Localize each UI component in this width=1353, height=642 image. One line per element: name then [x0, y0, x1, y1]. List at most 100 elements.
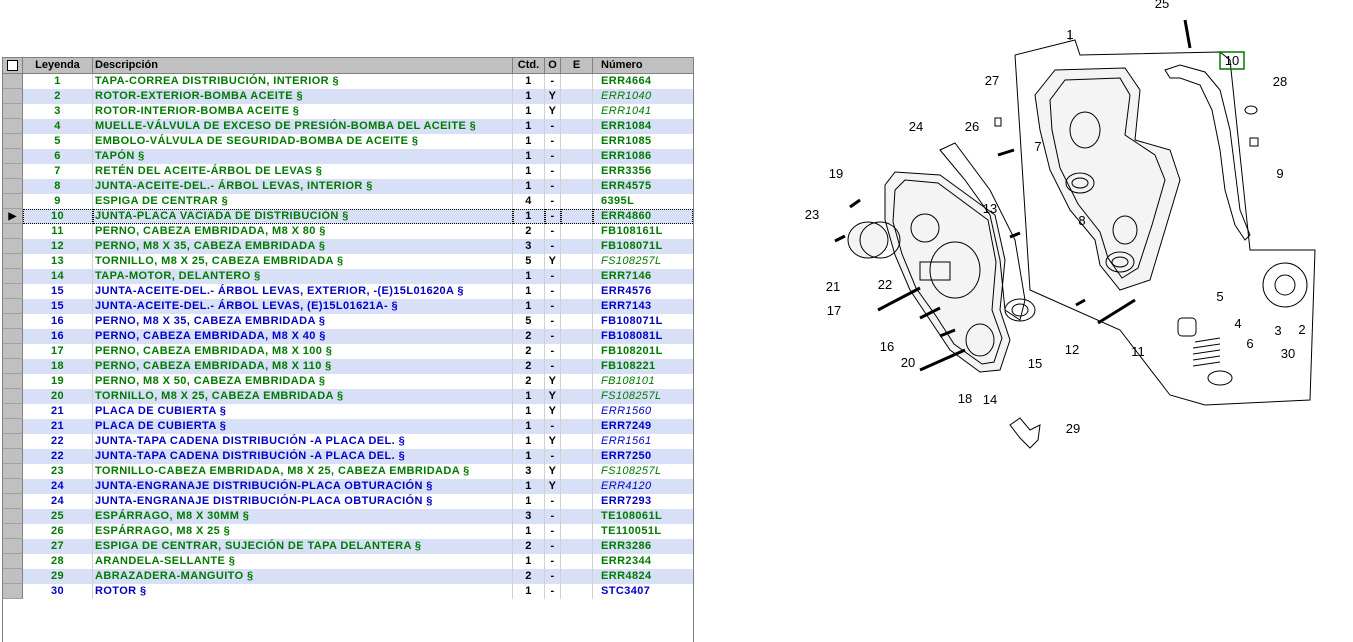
- callout-label-21[interactable]: 21: [826, 279, 840, 294]
- row-selector[interactable]: [3, 539, 23, 554]
- row-selector[interactable]: [3, 374, 23, 389]
- callout-label-19[interactable]: 19: [829, 166, 843, 181]
- row-selector[interactable]: [3, 329, 23, 344]
- row-selector[interactable]: [3, 269, 23, 284]
- row-selector[interactable]: [3, 419, 23, 434]
- row-selector[interactable]: [3, 314, 23, 329]
- callout-label-11[interactable]: 11: [1131, 344, 1145, 359]
- row-selector[interactable]: [3, 494, 23, 509]
- row-selector[interactable]: [3, 479, 23, 494]
- row-selector[interactable]: [3, 509, 23, 524]
- row-selector[interactable]: [3, 554, 23, 569]
- callout-label-13[interactable]: 13: [983, 201, 997, 216]
- row-selector[interactable]: [3, 569, 23, 584]
- row-selector[interactable]: [3, 104, 23, 119]
- row-selector[interactable]: [3, 404, 23, 419]
- callout-label-10[interactable]: 10: [1225, 53, 1239, 68]
- callout-label-2[interactable]: 2: [1298, 322, 1305, 337]
- header-leyenda[interactable]: Leyenda: [23, 58, 93, 73]
- callout-label-26[interactable]: 26: [965, 119, 979, 134]
- callout-label-15[interactable]: 15: [1028, 356, 1042, 371]
- callout-label-25[interactable]: 25: [1155, 0, 1169, 11]
- row-selector[interactable]: [3, 584, 23, 599]
- header-numero[interactable]: Número: [601, 59, 643, 71]
- callout-label-1[interactable]: 1: [1066, 27, 1073, 42]
- header-descripcion[interactable]: Descripción: [93, 58, 513, 73]
- row-selector[interactable]: [3, 389, 23, 404]
- row-selector[interactable]: [3, 284, 23, 299]
- row-selector[interactable]: [3, 449, 23, 464]
- header-o[interactable]: O: [545, 58, 561, 73]
- callout-label-28[interactable]: 28: [1273, 74, 1287, 89]
- callout-label-3[interactable]: 3: [1274, 323, 1281, 338]
- callout-label-17[interactable]: 17: [827, 303, 841, 318]
- row-selector[interactable]: [3, 254, 23, 269]
- row-selector[interactable]: [3, 194, 23, 209]
- row-selector[interactable]: [3, 179, 23, 194]
- callout-label-12[interactable]: 12: [1065, 342, 1079, 357]
- row-selector[interactable]: [3, 239, 23, 254]
- callout-label-7[interactable]: 7: [1034, 139, 1041, 154]
- callout-label-4[interactable]: 4: [1234, 316, 1241, 331]
- row-selector[interactable]: [3, 359, 23, 374]
- row-selector[interactable]: [3, 164, 23, 179]
- row-selector[interactable]: [3, 149, 23, 164]
- callout-label-18[interactable]: 18: [958, 391, 972, 406]
- row-selector[interactable]: [3, 299, 23, 314]
- row-selector[interactable]: [3, 524, 23, 539]
- select-all-cell[interactable]: [3, 58, 23, 73]
- callout-label-8[interactable]: 8: [1078, 213, 1085, 228]
- row-selector[interactable]: [3, 74, 23, 89]
- callout-label-27[interactable]: 27: [985, 73, 999, 88]
- callout-label-22[interactable]: 22: [878, 277, 892, 292]
- row-selector[interactable]: [3, 344, 23, 359]
- row-selector[interactable]: ▶: [3, 209, 23, 224]
- callout-label-16[interactable]: 16: [880, 339, 894, 354]
- callout-label-6[interactable]: 6: [1246, 336, 1253, 351]
- header-ctd[interactable]: Ctd.: [513, 58, 545, 73]
- callout-label-29[interactable]: 29: [1066, 421, 1080, 436]
- callout-label-30[interactable]: 30: [1281, 346, 1295, 361]
- select-all-checkbox[interactable]: [7, 60, 18, 71]
- callout-label-5[interactable]: 5: [1216, 289, 1223, 304]
- row-selector[interactable]: [3, 434, 23, 449]
- callout-label-20[interactable]: 20: [901, 355, 915, 370]
- callout-label-14[interactable]: 14: [983, 392, 997, 407]
- row-selector[interactable]: [3, 464, 23, 479]
- row-selector[interactable]: [3, 224, 23, 239]
- header-e[interactable]: E: [561, 58, 593, 73]
- callout-label-24[interactable]: 24: [909, 119, 923, 134]
